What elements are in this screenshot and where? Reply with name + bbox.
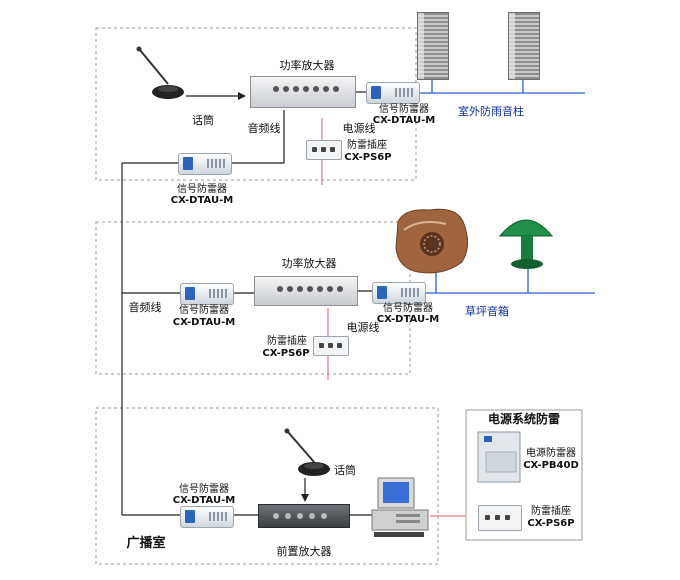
top-mic-label: 话筒 (192, 114, 214, 127)
broadcast-room-label: 广播室 (126, 536, 166, 551)
middle-socket-model: CX-PS6P (262, 348, 310, 359)
top-socket-name: 防雷插座 (347, 140, 387, 151)
panel-socket-name: 防雷插座 (531, 506, 571, 517)
outdoor-column-speaker-2 (508, 12, 540, 80)
power-panel-title: 电源系统防雷 (487, 412, 560, 426)
middle-signal-arrester-right[interactable] (372, 282, 426, 304)
computer-icon (371, 477, 429, 537)
top-audio-line-label: 音频线 (247, 122, 281, 135)
top-lightning-socket[interactable] (306, 140, 342, 160)
top-power-amplifier[interactable] (250, 76, 356, 108)
top-signal-arrester-left[interactable] (178, 153, 232, 175)
middle-lightning-socket[interactable] (313, 336, 349, 356)
panel-lightning-socket[interactable] (478, 505, 522, 531)
mushroom-speaker-icon (498, 219, 554, 269)
middle-power-amplifier[interactable] (254, 276, 358, 306)
top-signal-arrester-right-name: 信号防雷器 (379, 104, 429, 115)
top-power-line-label: 电源线 (342, 122, 376, 135)
middle-signal-arrester-left-model: CX-DTAU-M (172, 317, 236, 328)
middle-audio-line-label: 音频线 (128, 301, 162, 314)
bottom-signal-arrester-model: CX-DTAU-M (172, 495, 236, 506)
preamp-label: 前置放大器 (276, 545, 332, 558)
top-signal-arrester-right[interactable] (366, 82, 420, 104)
bottom-microphone-icon (284, 428, 330, 476)
top-microphone-icon (136, 46, 184, 99)
middle-signal-arrester-right-name: 信号防雷器 (383, 303, 433, 314)
outdoor-column-speaker-1 (417, 12, 449, 80)
power-arrester-name: 电源防雷器 (526, 448, 576, 459)
bottom-section-border (95, 407, 439, 565)
top-signal-arrester-left-model: CX-DTAU-M (170, 195, 234, 206)
middle-signal-arrester-right-model: CX-DTAU-M (376, 314, 440, 325)
top-speakers-label: 室外防雨音柱 (458, 105, 524, 118)
middle-speakers-label: 草坪音箱 (465, 305, 509, 318)
middle-power-line-label: 电源线 (346, 321, 380, 334)
top-signal-arrester-left-name: 信号防雷器 (177, 184, 227, 195)
bottom-mic-label: 话筒 (334, 464, 356, 477)
top-amplifier-label: 功率放大器 (279, 59, 335, 72)
mic-to-preamp-arrow (301, 494, 309, 502)
top-signal-arrester-right-model: CX-DTAU-M (372, 115, 436, 126)
panel-socket-model: CX-PS6P (527, 518, 575, 529)
preamplifier[interactable] (258, 504, 350, 528)
middle-section-border (95, 221, 411, 375)
middle-signal-arrester-left-name: 信号防雷器 (179, 305, 229, 316)
bottom-signal-arrester-name: 信号防雷器 (179, 484, 229, 495)
middle-amplifier-label: 功率放大器 (281, 257, 337, 270)
bottom-signal-arrester[interactable] (180, 506, 234, 528)
middle-signal-arrester-left[interactable] (180, 283, 234, 305)
mic-to-amp-arrow (238, 92, 246, 100)
top-socket-model: CX-PS6P (344, 152, 392, 163)
power-arrester-model: CX-PB40D (523, 460, 579, 471)
rock-speaker-icon (395, 208, 468, 274)
middle-socket-name: 防雷插座 (267, 336, 307, 347)
top-section-border (95, 27, 417, 181)
power-arrester-box-icon (477, 431, 521, 483)
